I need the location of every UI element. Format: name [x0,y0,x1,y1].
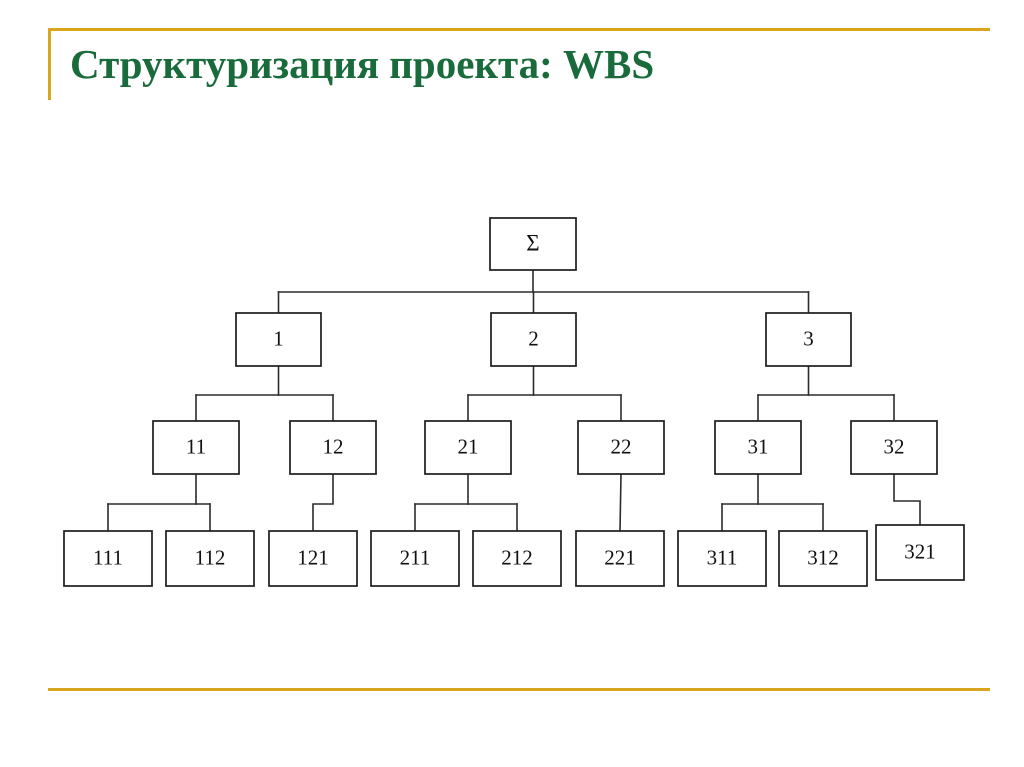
connector-32-321 [893,473,921,526]
wbs-node-label-121: 121 [297,545,329,569]
wbs-node-box-111 [63,530,153,587]
wbs-node-box-312 [778,530,868,587]
wbs-node-label-1: 1 [273,326,284,350]
wbs-node-312[interactable]: 312 [778,530,868,587]
wbs-node-311[interactable]: 311 [677,530,767,587]
wbs-node-112[interactable]: 112 [165,530,255,587]
connector-12-121 [312,473,334,532]
wbs-node-box-3 [765,312,852,367]
left-accent-rule [48,28,51,100]
wbs-node-box-2 [490,312,577,367]
wbs-node-box-121 [268,530,358,587]
wbs-node-31[interactable]: 31 [714,420,802,475]
wbs-node-111[interactable]: 111 [63,530,153,587]
wbs-node-box-11 [152,420,240,475]
wbs-node-label-32: 32 [884,434,905,458]
wbs-node-box-31 [714,420,802,475]
wbs-node-label-212: 212 [501,545,533,569]
wbs-node-box-211 [370,530,460,587]
wbs-node-box-32 [850,420,938,475]
wbs-node-11[interactable]: 11 [152,420,240,475]
wbs-node-3[interactable]: 3 [765,312,852,367]
wbs-node-1[interactable]: 1 [235,312,322,367]
wbs-node-label-2: 2 [528,326,539,350]
wbs-node-label-11: 11 [186,434,206,458]
connector-22-221 [619,473,622,532]
wbs-node-box-221 [575,530,665,587]
wbs-node-box-311 [677,530,767,587]
wbs-node-box-1 [235,312,322,367]
wbs-node-label-112: 112 [195,545,226,569]
wbs-node-21[interactable]: 21 [424,420,512,475]
wbs-node-label-221: 221 [604,545,636,569]
wbs-node-box-212 [472,530,562,587]
wbs-node-label-111: 111 [93,545,123,569]
wbs-node-label-22: 22 [611,434,632,458]
wbs-node-box-12 [289,420,377,475]
wbs-node-2[interactable]: 2 [490,312,577,367]
wbs-node-212[interactable]: 212 [472,530,562,587]
wbs-node-12[interactable]: 12 [289,420,377,475]
wbs-node-box-21 [424,420,512,475]
connector-layer [107,269,921,532]
wbs-node-label-312: 312 [807,545,839,569]
bottom-accent-rule [48,688,990,691]
wbs-node-root[interactable]: Σ [489,217,577,271]
wbs-node-321[interactable]: 321 [875,524,965,581]
wbs-node-label-root: Σ [526,230,539,255]
wbs-node-label-311: 311 [707,545,738,569]
wbs-node-box-112 [165,530,255,587]
wbs-node-label-211: 211 [400,545,431,569]
wbs-node-box-321 [875,524,965,581]
top-accent-rule [48,28,990,31]
wbs-node-32[interactable]: 32 [850,420,938,475]
wbs-node-label-12: 12 [323,434,344,458]
wbs-node-label-21: 21 [458,434,479,458]
wbs-node-box-22 [577,420,665,475]
wbs-node-label-321: 321 [904,539,936,563]
wbs-node-label-31: 31 [748,434,769,458]
wbs-node-label-3: 3 [803,326,814,350]
wbs-node-221[interactable]: 221 [575,530,665,587]
wbs-node-box-root [489,217,577,271]
wbs-node-211[interactable]: 211 [370,530,460,587]
wbs-node-22[interactable]: 22 [577,420,665,475]
slide-title: Структуризация проекта: WBS [70,41,655,87]
wbs-node-121[interactable]: 121 [268,530,358,587]
